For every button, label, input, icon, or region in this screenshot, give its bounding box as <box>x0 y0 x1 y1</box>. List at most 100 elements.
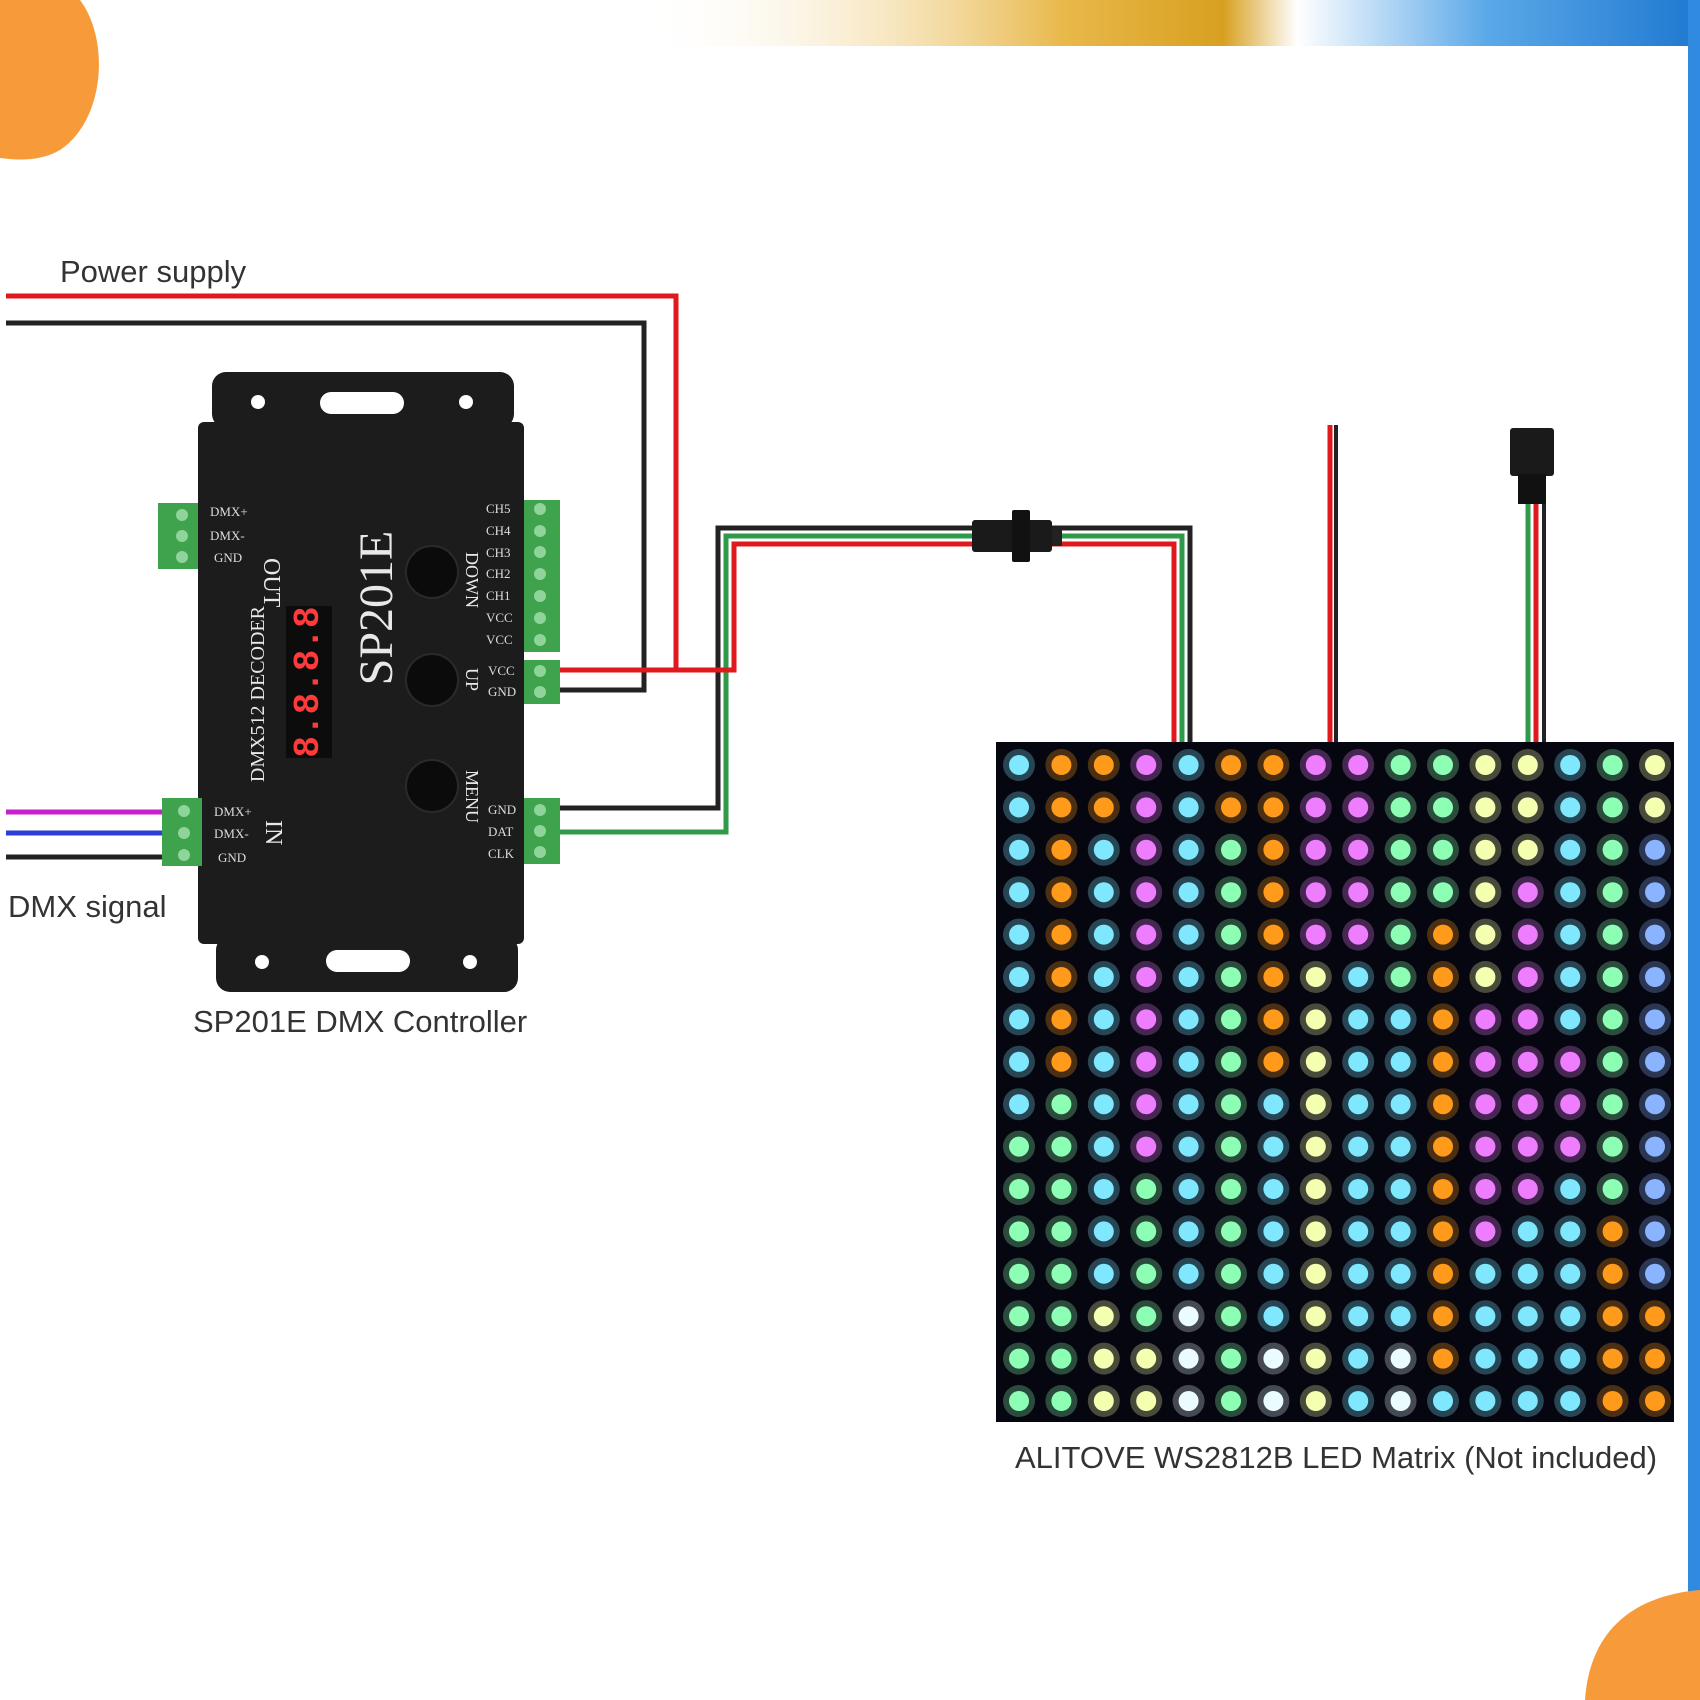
led-pixel <box>1263 1348 1284 1369</box>
output-data-wire <box>560 533 1185 835</box>
led-pixel <box>1390 797 1411 818</box>
led-pixel <box>1178 1306 1199 1327</box>
down-button[interactable] <box>405 545 459 599</box>
led-pixel <box>1475 1009 1496 1030</box>
signal-pin-label: CLK <box>488 846 515 861</box>
led-pixel <box>1645 1009 1665 1030</box>
led-pixel <box>1517 1009 1538 1030</box>
led-pixel <box>1390 1094 1411 1115</box>
led-pixel <box>1263 967 1284 987</box>
led-pixel <box>1560 839 1581 860</box>
led-pixel <box>1263 1136 1284 1157</box>
led-pixel <box>1645 1391 1665 1411</box>
led-pixel <box>1263 1391 1284 1411</box>
led-pixel <box>1051 1009 1072 1030</box>
power-pin-labels: VCC GND <box>488 663 516 699</box>
led-pixel <box>1390 839 1411 860</box>
led-pixel <box>1560 1179 1581 1199</box>
ch-pin-label: VCC <box>486 632 513 647</box>
led-pixel <box>1263 1306 1284 1327</box>
led-pixel <box>1475 924 1496 945</box>
led-pixel <box>1475 755 1496 775</box>
mount-hole <box>251 395 265 409</box>
led-pixel <box>1348 1179 1369 1199</box>
led-pixel <box>1178 882 1199 903</box>
led-pixel <box>1093 1348 1114 1369</box>
led-pixel <box>1263 755 1284 775</box>
led-pixel <box>1602 1263 1623 1284</box>
led-pixel <box>1093 1136 1114 1157</box>
led-pixel <box>1009 1221 1029 1242</box>
led-pixel <box>1645 797 1665 818</box>
led-pixel <box>1178 967 1199 987</box>
led-pixel <box>1009 924 1029 945</box>
led-pixel <box>1051 882 1072 903</box>
out-pin-label: DMX+ <box>210 504 248 519</box>
led-pixel <box>1348 1348 1369 1369</box>
led-pixel <box>1602 924 1623 945</box>
led-pixel <box>1433 1221 1453 1242</box>
led-pixel <box>1093 1221 1114 1242</box>
led-pixel <box>1433 882 1453 903</box>
led-pixel <box>1602 967 1623 987</box>
bottom-right-orange-blob <box>1585 1590 1700 1700</box>
led-pixel <box>1221 1391 1241 1411</box>
up-button[interactable] <box>405 653 459 707</box>
led-pixel <box>1348 1306 1369 1327</box>
mount-hole <box>459 395 473 409</box>
led-pixel <box>1517 1391 1538 1411</box>
led-pixel <box>1390 1051 1411 1072</box>
led-pixel <box>1009 1051 1029 1072</box>
led-pixel <box>1178 1179 1199 1199</box>
led-pixel <box>1178 1009 1199 1030</box>
led-pixel <box>1009 1306 1029 1327</box>
led-pixel <box>1433 1051 1453 1072</box>
led-pixel <box>1433 1009 1453 1030</box>
led-pixel <box>1305 1094 1326 1115</box>
power-supply-label: Power supply <box>60 254 247 289</box>
led-pixel <box>1390 1179 1411 1199</box>
led-pixel <box>1051 967 1072 987</box>
display-readout: 8.8.8.8 <box>288 606 329 757</box>
led-pixel <box>1517 1263 1538 1284</box>
led-pixel <box>1517 1136 1538 1157</box>
led-pixel <box>1517 797 1538 818</box>
led-pixel <box>1602 797 1623 818</box>
led-pixel <box>1348 1221 1369 1242</box>
led-pixel <box>1517 1221 1538 1242</box>
output-ground-wire <box>560 525 1193 811</box>
signal-pin-labels: GND DAT CLK <box>488 802 516 861</box>
led-pixel <box>1348 755 1369 775</box>
led-pixel <box>1475 1221 1496 1242</box>
matrix-caption: ALITOVE WS2812B LED Matrix (Not included… <box>1015 1440 1657 1475</box>
led-pixel <box>1602 1179 1623 1199</box>
led-pixel <box>1475 1263 1496 1284</box>
led-pixel <box>1305 797 1326 818</box>
sp201e-controller: DMX+ DMX- GND DMX+ DMX- GND CH5 CH4 CH3 … <box>158 372 560 992</box>
led-pixel <box>1475 967 1496 987</box>
led-pixel <box>1263 924 1284 945</box>
led-pixel <box>1009 1009 1029 1030</box>
led-pixel <box>1433 1263 1453 1284</box>
menu-label: MENU <box>462 770 482 823</box>
channel-pin-labels: CH5 CH4 CH3 CH2 CH1 VCC VCC <box>486 501 513 647</box>
menu-button[interactable] <box>405 759 459 813</box>
output-vcc-wire <box>560 541 1177 742</box>
led-pixel <box>1645 1221 1665 1242</box>
led-pixel <box>1433 967 1453 987</box>
led-pixel <box>1348 882 1369 903</box>
led-pixel <box>1178 1094 1199 1115</box>
led-pixel <box>1433 797 1453 818</box>
led-pixel <box>1263 882 1284 903</box>
led-pixel <box>1051 797 1072 818</box>
led-pixel <box>1645 924 1665 945</box>
out-pin-labels: DMX+ DMX- GND <box>210 504 248 565</box>
led-pixel <box>1221 924 1241 945</box>
led-pixel <box>1009 755 1029 775</box>
led-pixel <box>1305 882 1326 903</box>
led-pixel <box>1645 1179 1665 1199</box>
led-pixel <box>1475 1136 1496 1157</box>
led-pixel <box>1517 1051 1538 1072</box>
led-pixel <box>1305 1391 1326 1411</box>
